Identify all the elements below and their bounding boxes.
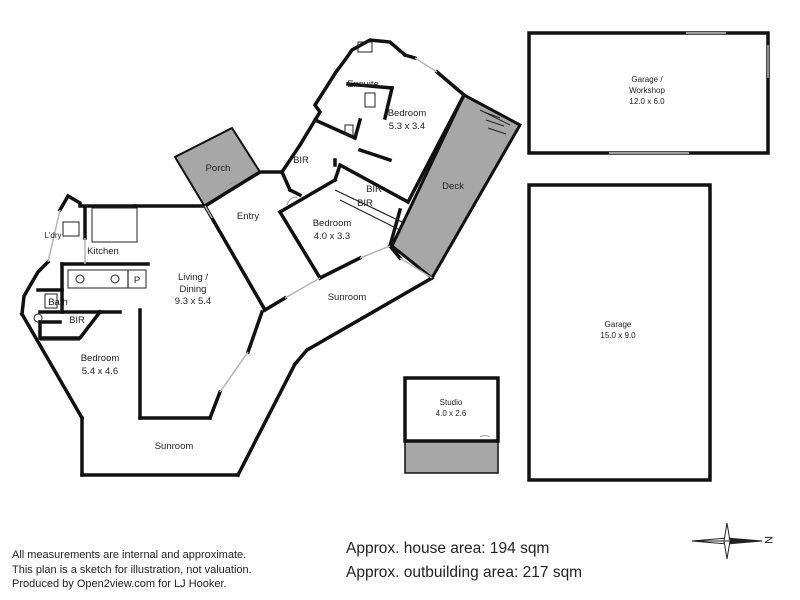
sunroom-upper-label: Sunroom [328,292,367,303]
bath-label: Bath [48,297,68,308]
ensuite-vanity [364,92,376,108]
ensuite-label: Ensuite [347,79,379,90]
door-arc [479,435,491,438]
kitchen-bench [91,207,138,243]
house-walls [19,38,467,478]
living-label-2: Dining [180,284,207,295]
bedroom-1-label: Bedroom [388,108,427,119]
toilet-icon [33,313,43,323]
bir-4-label: BIR [69,315,85,326]
bir-3-label: BIR [357,198,373,209]
garage-workshop-size: 12.0 x 6.0 [629,97,665,106]
garage-size: 15.0 x 9.0 [600,331,636,340]
garage-workshop-walls [527,31,770,155]
disclaimer-line: All measurements are internal and approx… [12,549,247,561]
bir-2-label: BIR [366,184,382,195]
door-arc [286,196,298,206]
laundry-label: L'dry [44,231,61,240]
disclaimer-line: Produced by Open2view.com for LJ Hooker. [12,578,227,590]
outbuilding-area: Approx. outbuilding area: 217 sqm [346,564,583,581]
garage-workshop-label-2: Workshop [629,86,665,95]
sunroom-lower-label: Sunroom [155,441,194,452]
kitchen-label: Kitchen [87,246,119,257]
compass-north-label: N [762,536,774,544]
vanity [44,293,58,309]
pantry-label: P [134,275,140,286]
door-arc [224,181,238,191]
living-size: 9.3 x 5.4 [175,296,211,307]
studio-size: 4.0 x 2.6 [436,409,467,418]
studio-deck-area [404,440,499,474]
cooktop-icon [110,274,120,284]
bedroom-3-size: 5.4 x 4.6 [82,366,118,377]
bedroom-3-label: Bedroom [81,353,120,364]
fixtures [33,41,511,438]
windows [47,57,438,393]
ensuite-toilet [344,124,354,136]
disclaimer: All measurements are internal and approx… [12,548,252,592]
living-label-1: Living / [178,272,208,283]
compass-icon: N [691,522,774,560]
bedroom-1-size: 5.3 x 3.4 [389,121,425,132]
laundry-tub [62,221,80,237]
disclaimer-line: This plan is a sketch for illustration, … [12,563,252,576]
studio-walls [403,376,500,443]
bir-1-label: BIR [293,155,309,166]
bedroom-2-label: Bedroom [313,218,352,229]
deck-label: Deck [442,181,464,192]
garage-label: Garage [605,320,632,329]
stairs [479,109,511,135]
shower [357,41,373,53]
porch-label: Porch [206,163,231,174]
studio-label: Studio [440,398,463,407]
area-summary: Approx. house area: 194 sqm Approx. outb… [346,537,582,585]
entry-label: Entry [237,211,259,222]
garage-walls [527,183,712,482]
kitchen-island [67,269,147,289]
sink-icon [75,274,85,284]
bedroom-2-size: 4.0 x 3.3 [314,231,350,242]
garage-workshop-label-1: Garage / [631,75,663,84]
house-area: Approx. house area: 194 sqm [346,540,550,557]
